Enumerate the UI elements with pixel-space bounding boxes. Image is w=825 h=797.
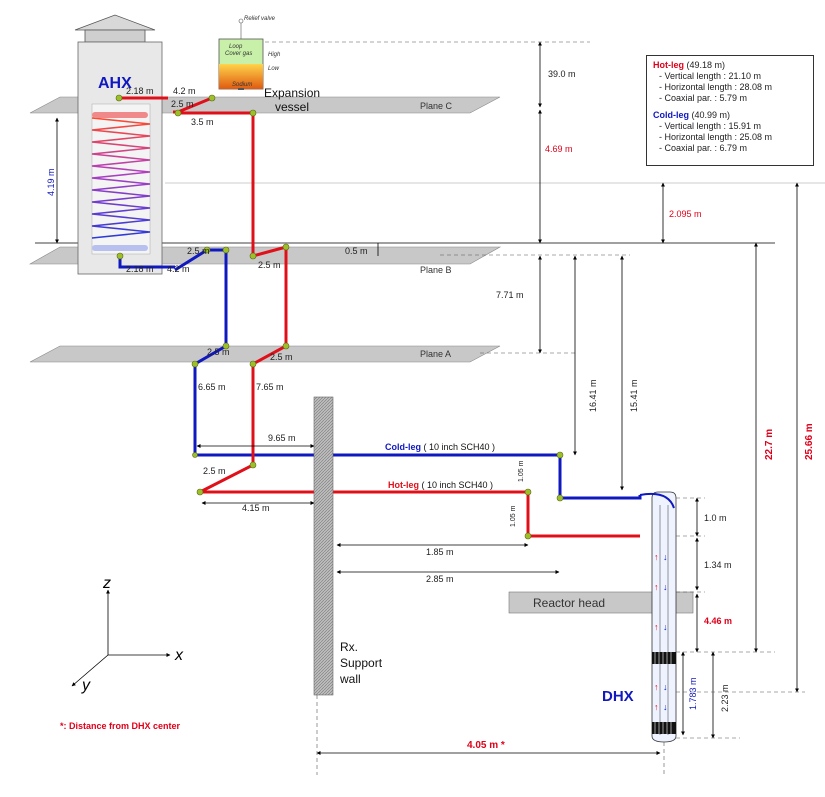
svg-text:1.783 m: 1.783 m xyxy=(688,677,698,710)
svg-text:↓: ↓ xyxy=(663,702,668,712)
length-legend: Hot-leg (49.18 m) - Vertical length : 21… xyxy=(646,55,814,166)
svg-text:2.5 m: 2.5 m xyxy=(270,352,293,362)
svg-text:Low: Low xyxy=(268,66,280,72)
svg-text:39.0 m: 39.0 m xyxy=(548,69,576,79)
svg-text:↓: ↓ xyxy=(663,622,668,632)
axis-x-label: x xyxy=(174,647,184,664)
svg-text:9.65 m: 9.65 m xyxy=(268,433,296,443)
axes-triad: z x y xyxy=(71,575,184,694)
svg-text:3.5 m: 3.5 m xyxy=(191,117,214,127)
reactor-head xyxy=(508,591,694,614)
svg-text:4.19 m: 4.19 m xyxy=(46,168,56,196)
svg-text:1.05 m: 1.05 m xyxy=(518,460,525,482)
plane-b-label: Plane B xyxy=(420,265,452,275)
svg-text:1.34 m: 1.34 m xyxy=(704,560,732,570)
wall-label-2: Support xyxy=(340,656,383,670)
expansion-label-1: Expansion xyxy=(264,86,320,100)
svg-text:2.23 m: 2.23 m xyxy=(720,684,730,712)
dhx-vessel: ↑ ↓ ↑ ↓ ↑ ↓ ↑ ↓ ↑ ↓ DHX xyxy=(602,491,677,743)
ahx-coil xyxy=(91,117,151,239)
svg-text:2.5 m: 2.5 m xyxy=(187,246,210,256)
legend-cold-item: - Horizontal length : 25.08 m xyxy=(659,132,773,142)
svg-text:4.2 m: 4.2 m xyxy=(167,264,190,274)
plane-a xyxy=(29,345,501,363)
reactor-head-label: Reactor head xyxy=(533,596,605,610)
legend-cold-item: - Coaxial par. : 6.79 m xyxy=(659,143,748,153)
svg-text:25.66 m: 25.66 m xyxy=(804,423,815,460)
plane-a-label: Plane A xyxy=(420,349,451,359)
wall-label-3: wall xyxy=(339,672,361,686)
legend-cold-title: Cold-leg xyxy=(653,110,689,120)
legend-hot-title: Hot-leg xyxy=(653,60,684,70)
legend-cold-item: - Vertical length : 15.91 m xyxy=(659,121,762,131)
ahx-tower: AHX xyxy=(74,14,163,275)
svg-text:Cover gas: Cover gas xyxy=(225,51,252,57)
svg-text:7.71 m: 7.71 m xyxy=(496,290,524,300)
svg-text:High: High xyxy=(268,52,281,58)
dhx-distance-label: 4.05 m * xyxy=(467,740,505,751)
axis-z-label: z xyxy=(102,575,111,592)
svg-text:↑: ↑ xyxy=(654,682,659,692)
svg-text:↑: ↑ xyxy=(654,622,659,632)
svg-text:4.15 m: 4.15 m xyxy=(242,503,270,513)
svg-text:1.85 m: 1.85 m xyxy=(426,547,454,557)
svg-text:15.41 m: 15.41 m xyxy=(629,379,639,412)
svg-text:2.5 m: 2.5 m xyxy=(171,99,194,109)
svg-text:↓: ↓ xyxy=(663,682,668,692)
svg-text:Loop: Loop xyxy=(229,44,243,50)
plane-c-label: Plane C xyxy=(420,101,453,111)
cold-leg-label: Cold-leg ( 10 inch SCH40 ) xyxy=(385,442,495,452)
svg-text:2.85 m: 2.85 m xyxy=(426,574,454,584)
hot-leg-label: Hot-leg ( 10 inch SCH40 ) xyxy=(388,480,493,490)
svg-text:2.5 m: 2.5 m xyxy=(207,347,230,357)
svg-text:16.41 m: 16.41 m xyxy=(588,379,598,412)
cold-leg-pipe xyxy=(118,248,642,500)
svg-text:↑: ↑ xyxy=(654,552,659,562)
svg-text:2.095 m: 2.095 m xyxy=(669,209,702,219)
svg-text:↓: ↓ xyxy=(663,552,668,562)
legend-hot-item: - Vertical length : 21.10 m xyxy=(659,71,762,81)
legend-hot-item: - Horizontal length : 28.08 m xyxy=(659,82,773,92)
svg-text:22.7 m: 22.7 m xyxy=(764,429,775,460)
svg-text:2.18 m: 2.18 m xyxy=(126,86,154,96)
svg-text:↑: ↑ xyxy=(654,702,659,712)
svg-text:2.18 m: 2.18 m xyxy=(126,264,154,274)
dhx-label: DHX xyxy=(602,688,634,705)
expansion-vessel: Relief valve Loop Cover gas High Low Sod… xyxy=(218,16,320,114)
axis-y-label: y xyxy=(81,677,91,694)
support-wall xyxy=(313,396,334,696)
expansion-label-2: vessel xyxy=(275,100,309,114)
legend-hot-item: - Coaxial par. : 5.79 m xyxy=(659,93,748,103)
hot-leg-pipe xyxy=(120,96,640,538)
footnote: *: Distance from DHX center xyxy=(60,721,181,731)
svg-text:2.5 m: 2.5 m xyxy=(258,260,281,270)
svg-text:2.5 m: 2.5 m xyxy=(203,466,226,476)
svg-text:↑: ↑ xyxy=(654,582,659,592)
svg-text:4.46 m: 4.46 m xyxy=(704,616,732,626)
svg-text:0.5 m: 0.5 m xyxy=(345,246,368,256)
svg-text:1.0 m: 1.0 m xyxy=(704,513,727,523)
wall-label-1: Rx. xyxy=(340,640,358,654)
svg-text:7.65 m: 7.65 m xyxy=(256,382,284,392)
pipe-nodes xyxy=(115,94,564,540)
svg-text:4.69 m: 4.69 m xyxy=(545,144,573,154)
ahx-label: AHX xyxy=(98,75,132,92)
svg-text:Sodium: Sodium xyxy=(232,82,252,88)
svg-text:6.65 m: 6.65 m xyxy=(198,382,226,392)
svg-text:4.2 m: 4.2 m xyxy=(173,86,196,96)
svg-text:↓: ↓ xyxy=(663,582,668,592)
svg-text:Relief valve: Relief valve xyxy=(244,16,276,22)
svg-text:1.05 m: 1.05 m xyxy=(510,505,517,527)
